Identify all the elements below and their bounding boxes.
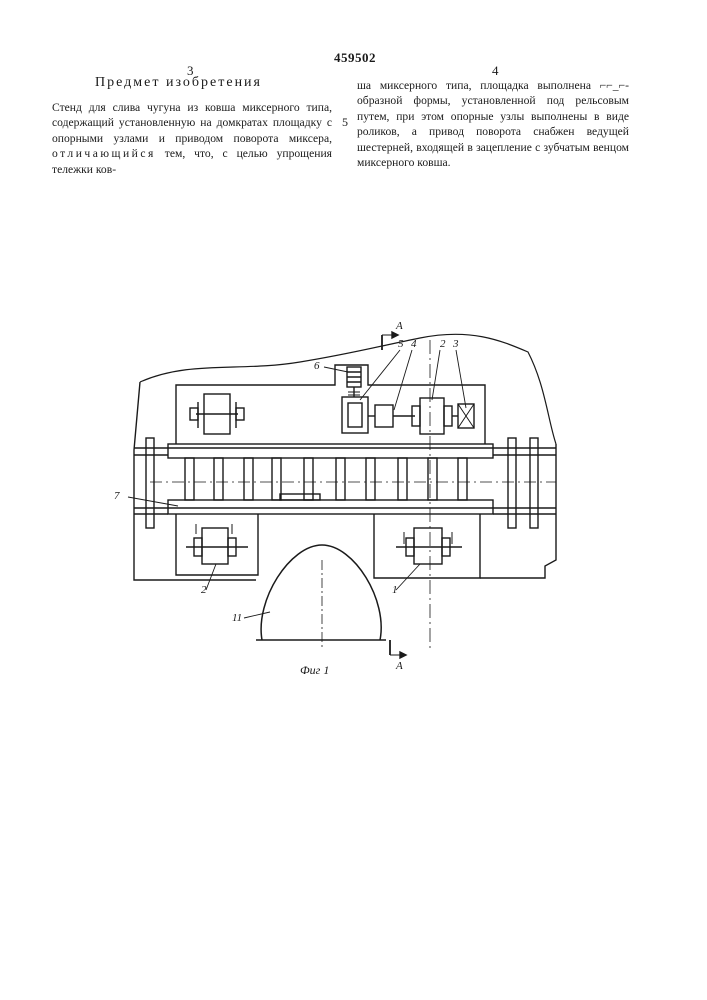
label-1: 1 — [392, 584, 398, 596]
section-marker-top — [382, 332, 398, 350]
coupling-4 — [375, 405, 393, 427]
beam-top — [168, 444, 493, 458]
label-2-bottom: 2 — [201, 584, 207, 596]
section-marker-bottom — [390, 640, 406, 658]
frame-left-edge — [134, 382, 256, 580]
roller-top-right — [420, 398, 444, 434]
label-2-top: 2 — [440, 338, 446, 350]
housing-outline — [176, 365, 485, 444]
section-label-bottom: А — [396, 660, 403, 672]
roller-bottom-left — [202, 528, 228, 564]
bottom-left-bracket — [176, 514, 258, 575]
beam-bottom — [168, 500, 493, 514]
roller-bottom-right — [414, 528, 442, 564]
frame-right-edge — [480, 444, 556, 578]
section-label-top: А — [396, 320, 403, 332]
bottom-right-bracket — [374, 514, 480, 578]
label-6: 6 — [314, 360, 320, 372]
label-5: 5 — [398, 338, 404, 350]
label-4: 4 — [411, 338, 417, 350]
label-3: 3 — [453, 338, 459, 350]
label-7: 7 — [114, 490, 120, 502]
label-11: 11 — [232, 612, 242, 624]
figure-caption: Фиг 1 — [300, 663, 329, 678]
ladle-11 — [261, 545, 381, 640]
